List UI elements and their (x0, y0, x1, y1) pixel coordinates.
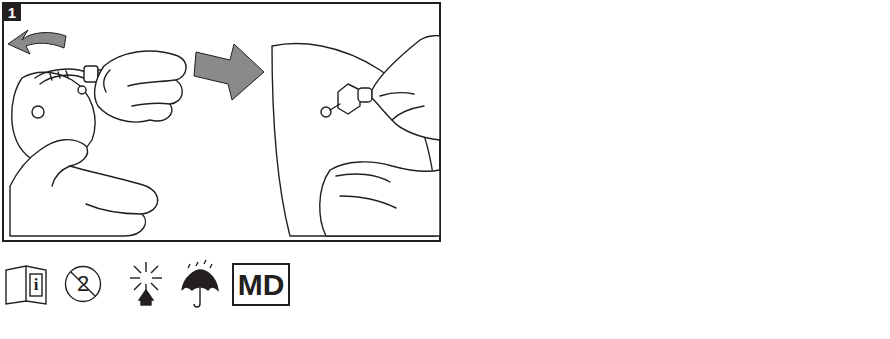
hand-lines (380, 93, 424, 120)
rotate-arrow (8, 30, 66, 54)
connector-ring (321, 107, 331, 117)
right-scene (272, 36, 440, 236)
symbol-text: 2 (77, 271, 89, 297)
book-symbol: i (4, 264, 48, 306)
hand (10, 140, 158, 236)
hand-lines (104, 70, 176, 106)
hand-lines (336, 174, 396, 208)
hand (372, 36, 440, 140)
symbol-text: i (34, 275, 39, 295)
connector (84, 66, 98, 82)
left-scene (10, 51, 186, 236)
hand (320, 162, 440, 236)
sunlight-symbol (130, 262, 162, 305)
book-outline (4, 264, 48, 306)
connector-ring (78, 86, 86, 94)
circle-symbol: 2 (64, 265, 102, 303)
keep-dry-symbol (182, 260, 218, 307)
step-badge: 1 (3, 3, 21, 21)
step-number: 1 (8, 4, 16, 21)
mask-valve (32, 106, 44, 118)
connector (338, 84, 360, 114)
symbol-text: MD (238, 268, 285, 302)
panel-frame (3, 3, 440, 241)
hand (95, 51, 186, 122)
tube-ribs (50, 71, 68, 80)
box-symbol: MD (232, 263, 290, 306)
connector (330, 104, 340, 110)
hand-lines (52, 166, 142, 214)
tube (40, 75, 84, 84)
connector (358, 88, 372, 102)
step-arrow (194, 44, 264, 100)
